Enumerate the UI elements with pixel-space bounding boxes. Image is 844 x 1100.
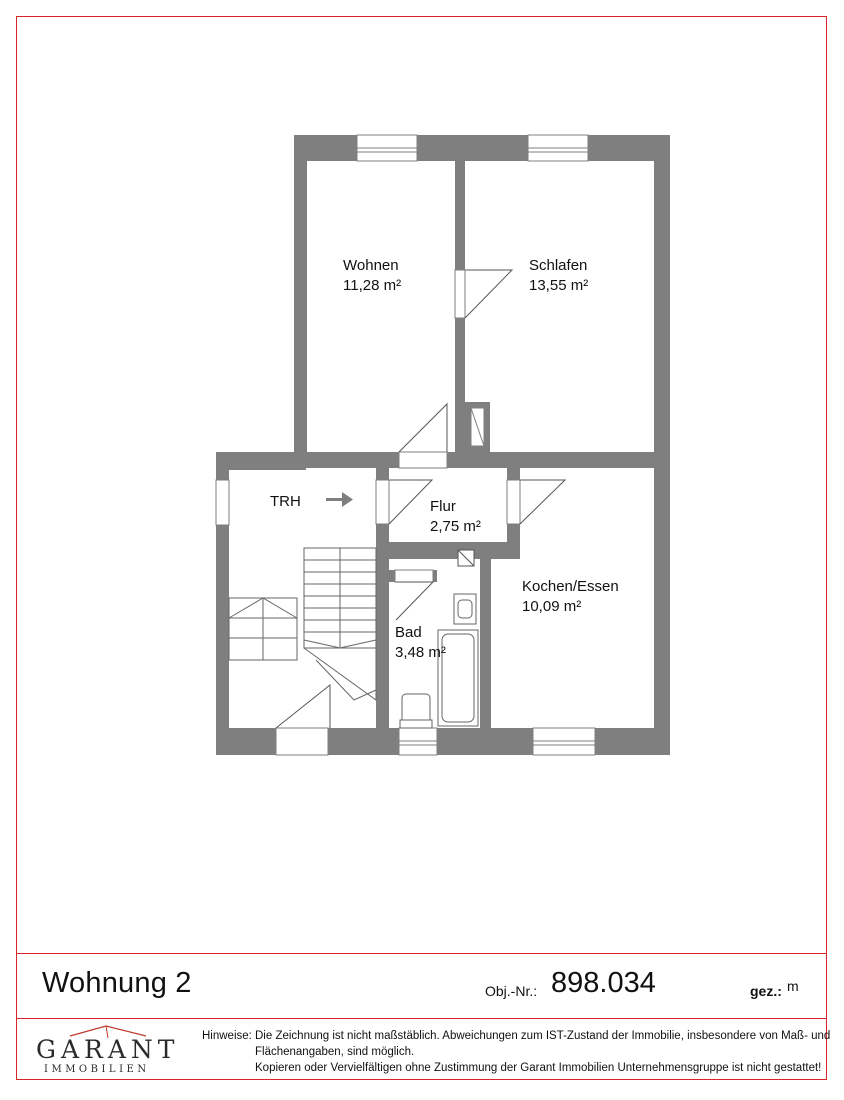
room-bad: Bad 3,48 m² xyxy=(395,623,446,663)
disclaimer-line: Flächenangaben, sind möglich. xyxy=(255,1046,415,1058)
footer-divider-middle xyxy=(16,1018,827,1019)
room-area: 13,55 m² xyxy=(529,277,589,294)
room-name: Bad xyxy=(395,624,422,641)
door-swings xyxy=(275,269,567,729)
stairs xyxy=(228,547,377,661)
object-number: 898.034 xyxy=(551,967,656,999)
room-kochen-essen: Kochen/Essen 10,09 m² xyxy=(522,577,619,617)
room-name: Wohnen xyxy=(343,257,399,274)
garant-logo-roof-icon xyxy=(69,1025,147,1039)
doors xyxy=(375,269,521,583)
drawn-by-label: gez.: xyxy=(750,983,782,999)
room-wohnen: Wohnen 11,28 m² xyxy=(343,256,401,296)
logo-subtitle: IMMOBILIEN xyxy=(44,1064,150,1075)
object-number-label: Obj.-Nr.: xyxy=(485,983,538,999)
floor-plan xyxy=(215,134,670,756)
disclaimer-line: Kopieren oder Vervielfältigen ohne Zusti… xyxy=(255,1062,822,1074)
disclaimer-row: Flächenangaben, sind möglich. xyxy=(202,1044,827,1060)
disclaimer: Hinweise: Die Zeichnung ist nicht maßstä… xyxy=(202,1028,831,1076)
stair-lines xyxy=(228,548,377,701)
disclaimer-line: Die Zeichnung ist nicht maßstäblich. Abw… xyxy=(255,1030,831,1042)
disclaimer-row: Hinweise: Die Zeichnung ist nicht maßstä… xyxy=(202,1028,831,1044)
footer-divider-top xyxy=(16,953,827,954)
room-name: Kochen/Essen xyxy=(522,578,619,595)
disclaimer-label: Hinweise: xyxy=(202,1030,252,1042)
room-area: 3,48 m² xyxy=(395,644,446,661)
room-schlafen: Schlafen 13,55 m² xyxy=(529,256,588,296)
room-area: 11,28 m² xyxy=(343,277,402,294)
bath-fixtures xyxy=(399,593,479,729)
room-trh: TRH xyxy=(270,492,301,512)
room-area: 10,09 m² xyxy=(522,598,582,615)
stair-arrow-icon xyxy=(326,492,353,507)
room-area: 2,75 m² xyxy=(430,518,481,535)
window-lines xyxy=(357,147,595,746)
room-flur: Flur 2,75 m² xyxy=(430,497,481,537)
drawn-by-value: m xyxy=(787,978,799,994)
room-name: TRH xyxy=(270,493,301,510)
page-frame xyxy=(16,16,827,1080)
room-name: Schlafen xyxy=(529,257,588,274)
plan-title: Wohnung 2 xyxy=(42,967,192,999)
disclaimer-row: Kopieren oder Vervielfältigen ohne Zusti… xyxy=(202,1060,827,1076)
room-name: Flur xyxy=(430,498,456,515)
logo-name: GARANT xyxy=(36,1035,180,1064)
